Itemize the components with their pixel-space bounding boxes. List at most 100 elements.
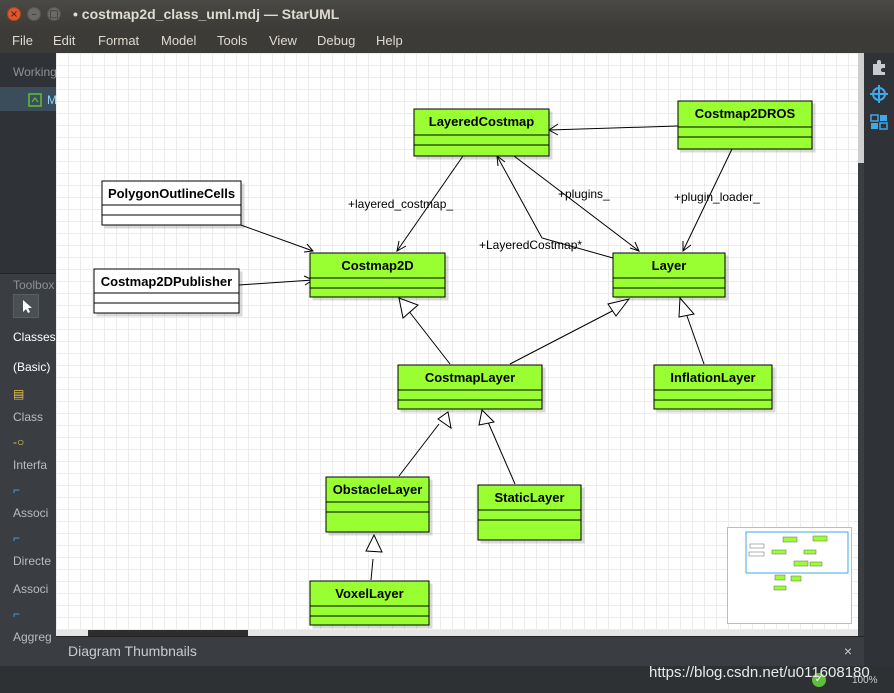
edge-costmaplayer-to-layer	[509, 307, 619, 365]
class-StaticLayer	[477, 484, 582, 541]
pointer-icon	[23, 300, 32, 313]
horizontal-scroll-thumb[interactable]	[88, 630, 248, 636]
classes-group-label[interactable]: Classes	[13, 330, 56, 344]
aggregation-tool-icon: ⌐	[13, 607, 21, 621]
edge-voxel-to-obstacle	[370, 558, 374, 581]
layout-grid-icon[interactable]	[870, 113, 888, 131]
class-name: StaticLayer	[494, 490, 564, 505]
menu-view[interactable]: View	[269, 33, 297, 48]
edge-costmaplayer-to-costmap2d	[407, 309, 451, 365]
class-ObstacleLayer	[325, 476, 430, 533]
left-sidebar: Working M Toolbox Classes (Basic) ▤ Clas…	[0, 53, 56, 666]
menu-bar: File Edit Format Model Tools View Debug …	[0, 29, 894, 53]
watermark-url: https://blog.csdn.net/u011608180	[649, 664, 870, 681]
edge-polygon-to-costmap2d	[237, 223, 314, 252]
select-tool-button[interactable]	[13, 294, 39, 318]
edge-ros-to-layeredcostmap	[548, 125, 679, 131]
minimap-preview	[745, 531, 849, 591]
edge-ros-to-layer	[682, 148, 733, 252]
window-title: • costmap2d_class_uml.mdj — StarUML	[73, 6, 340, 22]
edge-layeredcostmap-to-layer	[513, 155, 640, 252]
triangle-head	[365, 533, 383, 553]
minimize-window-button[interactable]: –	[27, 7, 41, 21]
aggregation-tool[interactable]: Aggreg	[13, 630, 52, 644]
vertical-scrollbar[interactable]	[858, 53, 864, 636]
association-tool[interactable]: Associ	[13, 506, 49, 520]
maximize-window-button[interactable]: □	[47, 7, 61, 21]
basic-group-label[interactable]: (Basic)	[13, 360, 51, 374]
directed-association-tool[interactable]: Directe	[13, 554, 52, 568]
status-bar: ✓ 100%	[0, 666, 894, 693]
panel-title: Diagram Thumbnails	[68, 643, 197, 659]
association-class-tool[interactable]: Associ	[13, 582, 49, 596]
arrowhead-open	[396, 240, 407, 252]
class-name: Layer	[652, 258, 687, 273]
class-name: Costmap2D	[341, 258, 413, 273]
edge-static-to-costmaplayer	[487, 421, 516, 485]
menu-debug[interactable]: Debug	[317, 33, 356, 48]
triangle-head	[678, 296, 695, 318]
diagram-minimap[interactable]	[727, 527, 852, 624]
triangle-head	[607, 298, 631, 317]
class-name: Costmap2DPublisher	[101, 274, 232, 289]
class-name: PolygonOutlineCells	[108, 186, 235, 201]
menu-help[interactable]: Help	[376, 33, 403, 48]
generalization-heads	[365, 296, 695, 553]
triangle-head	[478, 408, 496, 426]
diagram-canvas[interactable]: +layered_costmap_ +plugins_ +plugin_load…	[56, 53, 858, 636]
edge-publisher-to-costmap2d	[238, 279, 314, 286]
extensions-puzzle-icon[interactable]	[870, 58, 888, 76]
edge-layer-to-layeredcostmap	[496, 155, 614, 259]
directed-association-tool-icon: ⌐	[13, 531, 21, 545]
class-Layer	[612, 252, 726, 298]
label-layered-costmap-star: +LayeredCostmap*	[479, 238, 582, 252]
close-window-button[interactable]: ×	[7, 7, 21, 21]
working-diagrams-label: Working	[13, 65, 56, 79]
arrowhead-open	[496, 154, 506, 167]
class-tool[interactable]: Class	[13, 410, 44, 424]
class-Costmap2DROS	[677, 100, 813, 150]
toolbox-panel: Toolbox Classes (Basic) ▤ Class -○ Inter…	[0, 273, 56, 666]
class-name: Costmap2DROS	[695, 106, 796, 121]
class-Costmap2DPublisher	[93, 268, 240, 314]
label-layered-costmap: +layered_costmap_	[348, 197, 453, 211]
menu-format[interactable]: Format	[98, 33, 140, 48]
class-name: ObstacleLayer	[333, 482, 423, 497]
class-PolygonOutlineCells	[101, 180, 242, 226]
label-plugins: +plugins_	[558, 187, 610, 201]
class-diagram: +layered_costmap_ +plugins_ +plugin_load…	[93, 100, 813, 626]
horizontal-scrollbar[interactable]	[56, 630, 858, 636]
close-panel-button[interactable]: ×	[843, 643, 852, 659]
working-diagram-label: M	[47, 93, 56, 107]
interface-tool[interactable]: Interfa	[13, 458, 48, 472]
edge-layeredcostmap-to-costmap2d	[396, 155, 464, 252]
edge-obstacle-to-costmaplayer	[398, 423, 440, 477]
triangle-head	[437, 411, 452, 430]
relationship-lines	[237, 123, 733, 581]
right-toolbar	[864, 53, 894, 666]
class-name: InflationLayer	[670, 370, 755, 385]
title-bar: × – □ • costmap2d_class_uml.mdj — StarUM…	[0, 0, 894, 29]
class-InflationLayer	[653, 364, 773, 410]
toolbox-label: Toolbox	[13, 278, 55, 292]
triangle-head	[398, 297, 419, 319]
class-name: CostmapLayer	[425, 370, 515, 385]
validation-ok-icon[interactable]: ✓	[812, 673, 826, 687]
relation-labels: +layered_costmap_ +plugins_ +plugin_load…	[348, 187, 760, 252]
menu-file[interactable]: File	[12, 33, 33, 48]
working-diagram-item[interactable]	[0, 87, 56, 111]
vertical-scroll-thumb[interactable]	[858, 53, 864, 163]
class-CostmapLayer	[397, 364, 543, 410]
class-name: VoxelLayer	[335, 586, 403, 601]
class-name: LayeredCostmap	[429, 114, 535, 129]
association-tool-icon: ⌐	[13, 483, 21, 497]
zoom-level[interactable]: 100%	[852, 675, 878, 686]
interface-tool-icon: -○	[13, 435, 25, 449]
arrowhead-open	[682, 241, 692, 252]
class-LayeredCostmap	[413, 108, 550, 157]
class-VoxelLayer	[309, 580, 430, 626]
crosshair-icon[interactable]	[870, 85, 888, 103]
menu-tools[interactable]: Tools	[217, 33, 248, 48]
menu-model[interactable]: Model	[161, 33, 197, 48]
menu-edit[interactable]: Edit	[53, 33, 76, 48]
